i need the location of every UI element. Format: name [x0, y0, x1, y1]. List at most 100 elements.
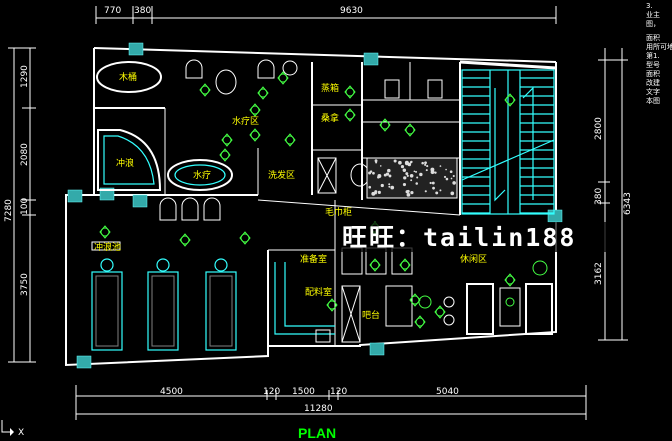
pebble: [429, 181, 432, 185]
label-prep-room: 配料室: [305, 286, 332, 298]
dim-left-1290: 1290: [20, 65, 30, 88]
pebble: [375, 161, 378, 164]
lamp-icon: [179, 233, 191, 247]
note-line-6: 型号: [646, 60, 660, 69]
pebble: [424, 190, 427, 193]
label-massage-bath: 冲浪: [116, 157, 134, 169]
bar-counter: [274, 247, 413, 343]
pebble: [405, 190, 409, 194]
pebble: [421, 161, 424, 165]
pebble: [449, 170, 453, 174]
lamp-icon: [414, 315, 426, 329]
label-steam: 蒸箱: [321, 82, 339, 94]
pebble: [390, 185, 395, 190]
structural-columns: [67, 42, 563, 369]
lamp-icon: [504, 93, 516, 107]
pebble: [374, 159, 378, 163]
lamp-icon: [284, 133, 296, 147]
pebble: [424, 161, 427, 165]
note-line-0: 3.: [646, 2, 653, 10]
dim-right-2800: 2800: [594, 117, 604, 140]
dim-left-2080: 2080: [20, 143, 30, 166]
pebble: [443, 175, 447, 179]
top-dimension-chain: 770 380 9630: [95, 6, 557, 24]
label-bar-counter: 吧台: [362, 309, 380, 321]
note-line-8: 改建: [646, 78, 660, 87]
lamp-icon: [369, 258, 381, 272]
label-therapy-pool: 冲浪池: [94, 241, 121, 253]
sauna-doors: [317, 157, 337, 194]
pebble: [368, 185, 372, 189]
bottom-dimension-chain: 4500 120 1500 120 5040 11280: [75, 385, 587, 420]
pebble: [424, 163, 427, 166]
pebble: [377, 175, 380, 179]
pebble: [388, 183, 391, 186]
wood-tub: [96, 61, 162, 93]
interior-walls: [94, 62, 461, 346]
pebble: [439, 165, 442, 167]
lamp-icon: [99, 225, 111, 239]
lamp-icon: [257, 86, 269, 100]
pebble: [371, 191, 376, 196]
dim-bottom-120a: 120: [263, 387, 280, 397]
dim-right-6343: 6343: [623, 192, 633, 215]
lamp-icon: [399, 258, 411, 272]
lamp-icon: [219, 148, 231, 162]
dim-bottom-5040: 5040: [436, 387, 459, 397]
lamp-icon: [277, 71, 289, 85]
dim-left-3750: 3750: [20, 273, 30, 296]
pebble: [425, 169, 428, 172]
massage-tub: [97, 129, 162, 191]
pebble: [402, 182, 407, 187]
pebble: [388, 185, 391, 188]
pebble: [445, 168, 447, 171]
pebble: [398, 160, 402, 165]
pebble: [374, 192, 377, 195]
note-line-3: 面积: [646, 33, 660, 42]
pebble: [409, 161, 413, 164]
pebble: [430, 170, 435, 175]
ucs-x-label: X: [18, 428, 24, 438]
pebble: [387, 168, 391, 173]
pebble: [453, 182, 456, 185]
pebble: [388, 174, 392, 178]
pebble: [379, 165, 382, 167]
lamp-icon: [249, 103, 261, 117]
pebble: [385, 172, 390, 176]
pebble: [415, 170, 418, 173]
dim-top-770: 770: [104, 6, 121, 16]
pebble-floor-area: [366, 157, 458, 199]
pebble: [377, 190, 381, 194]
pebble: [406, 174, 409, 177]
note-line-4: 用所可地: [646, 42, 672, 51]
lamp-icon: [504, 273, 516, 287]
pebble: [452, 174, 455, 178]
pebble: [374, 190, 378, 194]
pebble: [431, 181, 435, 185]
note-line-7: 面积: [646, 69, 660, 78]
pebble: [410, 191, 414, 195]
lamp-icon: [221, 133, 233, 147]
pebble: [400, 165, 405, 169]
lamp-icon: [326, 298, 338, 312]
label-water-area: 水疗区: [232, 115, 259, 127]
label-hair-wash: 洗发区: [268, 169, 295, 181]
pebble: [380, 183, 384, 188]
pebble: [409, 173, 414, 178]
lamp-icon: [379, 118, 391, 132]
pebble: [419, 172, 423, 177]
lamp-icon: [404, 123, 416, 137]
dim-bottom-total: 11280: [304, 404, 333, 414]
pebble: [432, 186, 435, 190]
pebble: [426, 165, 429, 168]
dim-top-9630: 9630: [340, 6, 363, 16]
pebble: [404, 160, 409, 165]
drawing-title: PLAN: [298, 425, 336, 441]
light-fixtures: [99, 71, 516, 329]
right-dimension-chain: 2800 380 3162 6343: [594, 48, 633, 341]
pebble: [445, 177, 449, 181]
notes-column: 3. 业主 图， 面积 用所可地 第1. 型号 面积 改建 文字 本图: [646, 2, 672, 105]
pebble: [402, 168, 407, 172]
label-pantry: 准备室: [300, 253, 327, 265]
